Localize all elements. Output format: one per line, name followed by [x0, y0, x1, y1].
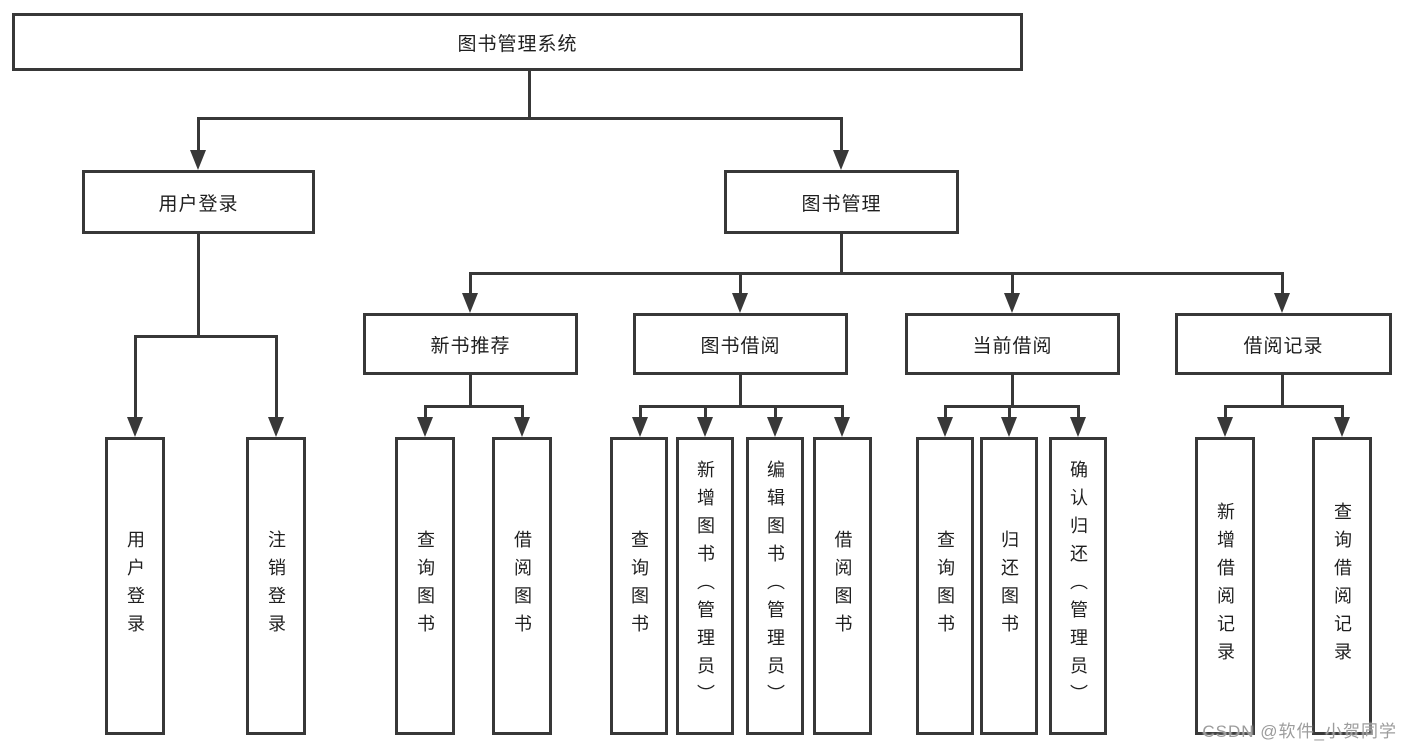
- connector-line: [469, 272, 1283, 275]
- leaf-user-login: 用户登录: [105, 437, 165, 735]
- leaf-current-confirm: 确认归还（管理员）: [1049, 437, 1107, 735]
- arrow-down-icon: [834, 417, 850, 437]
- arrow-down-icon: [632, 417, 648, 437]
- arrow-down-icon: [514, 417, 530, 437]
- connector-line: [774, 405, 777, 420]
- connector-line: [639, 405, 642, 420]
- arrow-down-icon: [1274, 293, 1290, 313]
- connector-line: [841, 405, 844, 420]
- node-borrow-records: 借阅记录: [1175, 313, 1392, 375]
- arrow-down-icon: [697, 417, 713, 437]
- leaf-newbook-query: 查询图书: [395, 437, 455, 735]
- connector-line: [521, 405, 524, 420]
- connector-line: [840, 117, 843, 153]
- arrow-down-icon: [937, 417, 953, 437]
- connector-line: [639, 405, 844, 408]
- leaf-current-return: 归还图书: [980, 437, 1038, 735]
- connector-line: [1341, 405, 1344, 420]
- arrow-down-icon: [127, 417, 143, 437]
- arrow-down-icon: [1004, 293, 1020, 313]
- node-user-login: 用户登录: [82, 170, 315, 234]
- connector-line: [1011, 375, 1014, 407]
- arrow-down-icon: [462, 293, 478, 313]
- leaf-records-query: 查询借阅记录: [1312, 437, 1372, 735]
- watermark: CSDN @软件_小贺同学: [1202, 722, 1397, 741]
- connector-line: [134, 335, 137, 419]
- arrow-down-icon: [1217, 417, 1233, 437]
- leaf-borrow-add: 新增图书（管理员）: [676, 437, 734, 735]
- arrow-down-icon: [767, 417, 783, 437]
- leaf-logout: 注销登录: [246, 437, 306, 735]
- connector-line: [944, 405, 1080, 408]
- leaf-borrow-borrow: 借阅图书: [813, 437, 872, 735]
- connector-line: [197, 117, 200, 153]
- connector-line: [944, 405, 947, 420]
- connector-line: [1224, 405, 1343, 408]
- connector-line: [197, 117, 843, 120]
- leaf-records-add: 新增借阅记录: [1195, 437, 1255, 735]
- leaf-borrow-edit: 编辑图书（管理员）: [746, 437, 804, 735]
- node-root: 图书管理系统: [12, 13, 1023, 71]
- node-book-mgmt: 图书管理: [724, 170, 959, 234]
- connector-line: [739, 375, 742, 407]
- connector-line: [275, 335, 278, 419]
- node-current-borrow: 当前借阅: [905, 313, 1120, 375]
- connector-line: [528, 70, 531, 119]
- leaf-newbook-borrow: 借阅图书: [492, 437, 552, 735]
- connector-line: [197, 234, 200, 337]
- arrow-down-icon: [268, 417, 284, 437]
- node-book-borrow: 图书借阅: [633, 313, 848, 375]
- connector-line: [840, 234, 843, 275]
- node-new-book: 新书推荐: [363, 313, 578, 375]
- connector-line: [1011, 272, 1014, 296]
- connector-line: [134, 335, 278, 338]
- arrow-down-icon: [1001, 417, 1017, 437]
- arrow-down-icon: [1070, 417, 1086, 437]
- arrow-down-icon: [732, 293, 748, 313]
- arrow-down-icon: [833, 150, 849, 170]
- connector-line: [1224, 405, 1227, 420]
- connector-line: [469, 375, 472, 407]
- connector-line: [1077, 405, 1080, 420]
- arrow-down-icon: [1334, 417, 1350, 437]
- connector-line: [1008, 405, 1011, 420]
- leaf-current-query: 查询图书: [916, 437, 974, 735]
- connector-line: [424, 405, 427, 420]
- connector-line: [739, 272, 742, 296]
- arrow-down-icon: [417, 417, 433, 437]
- connector-line: [469, 272, 472, 296]
- connector-line: [1281, 272, 1284, 296]
- connector-line: [424, 405, 524, 408]
- leaf-borrow-query: 查询图书: [610, 437, 668, 735]
- arrow-down-icon: [190, 150, 206, 170]
- connector-line: [1281, 375, 1284, 407]
- connector-line: [704, 405, 707, 420]
